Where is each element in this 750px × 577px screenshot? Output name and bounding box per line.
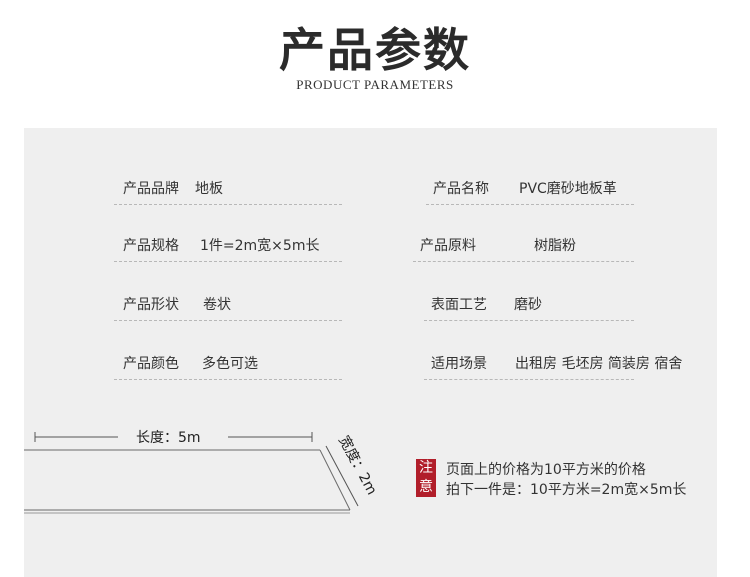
param-value-color: 多色可选 bbox=[202, 356, 258, 372]
param-label-brand: 产品品牌 bbox=[123, 181, 179, 197]
param-row-scene: 适用场景 出租房 毛坯房 简装房 宿舍 bbox=[424, 351, 682, 380]
note-badge: 注 意 bbox=[416, 459, 436, 497]
param-row-shape: 产品形状 卷状 bbox=[114, 292, 342, 321]
param-label-color: 产品颜色 bbox=[123, 356, 179, 372]
param-label-material: 产品原料 bbox=[420, 238, 476, 254]
length-label: 长度：5m bbox=[136, 430, 201, 446]
param-label-spec: 产品规格 bbox=[123, 238, 179, 254]
param-value-surface: 磨砂 bbox=[514, 297, 542, 313]
param-value-brand: 地板 bbox=[195, 181, 223, 197]
note-line-2: 拍下一件是：10平方米=2m宽×5m长 bbox=[446, 482, 687, 498]
param-row-name: 产品名称 PVC磨砂地板革 bbox=[426, 176, 634, 205]
param-value-name: PVC磨砂地板革 bbox=[519, 181, 617, 197]
param-row-color: 产品颜色 多色可选 bbox=[114, 351, 342, 380]
parameters-panel bbox=[24, 128, 717, 577]
param-value-shape: 卷状 bbox=[203, 297, 231, 313]
note-badge-bottom: 意 bbox=[419, 479, 433, 495]
param-label-surface: 表面工艺 bbox=[431, 297, 487, 313]
param-label-shape: 产品形状 bbox=[123, 297, 179, 313]
param-label-name: 产品名称 bbox=[433, 181, 489, 197]
note-badge-top: 注 bbox=[419, 460, 433, 476]
param-label-scene: 适用场景 bbox=[431, 356, 487, 372]
param-row-material: 产品原料 树脂粉 bbox=[413, 233, 634, 262]
note-line-1: 页面上的价格为10平方米的价格 bbox=[446, 462, 646, 478]
param-value-material: 树脂粉 bbox=[534, 238, 576, 254]
page-title: 产品参数 bbox=[279, 23, 471, 77]
param-value-spec: 1件=2m宽×5m长 bbox=[200, 238, 320, 254]
param-row-brand: 产品品牌 地板 bbox=[114, 176, 342, 205]
param-row-surface: 表面工艺 磨砂 bbox=[424, 292, 634, 321]
page-subtitle: PRODUCT PARAMETERS bbox=[296, 77, 454, 92]
param-row-spec: 产品规格 1件=2m宽×5m长 bbox=[114, 233, 342, 262]
param-value-scene: 出租房 毛坯房 简装房 宿舍 bbox=[515, 356, 683, 372]
